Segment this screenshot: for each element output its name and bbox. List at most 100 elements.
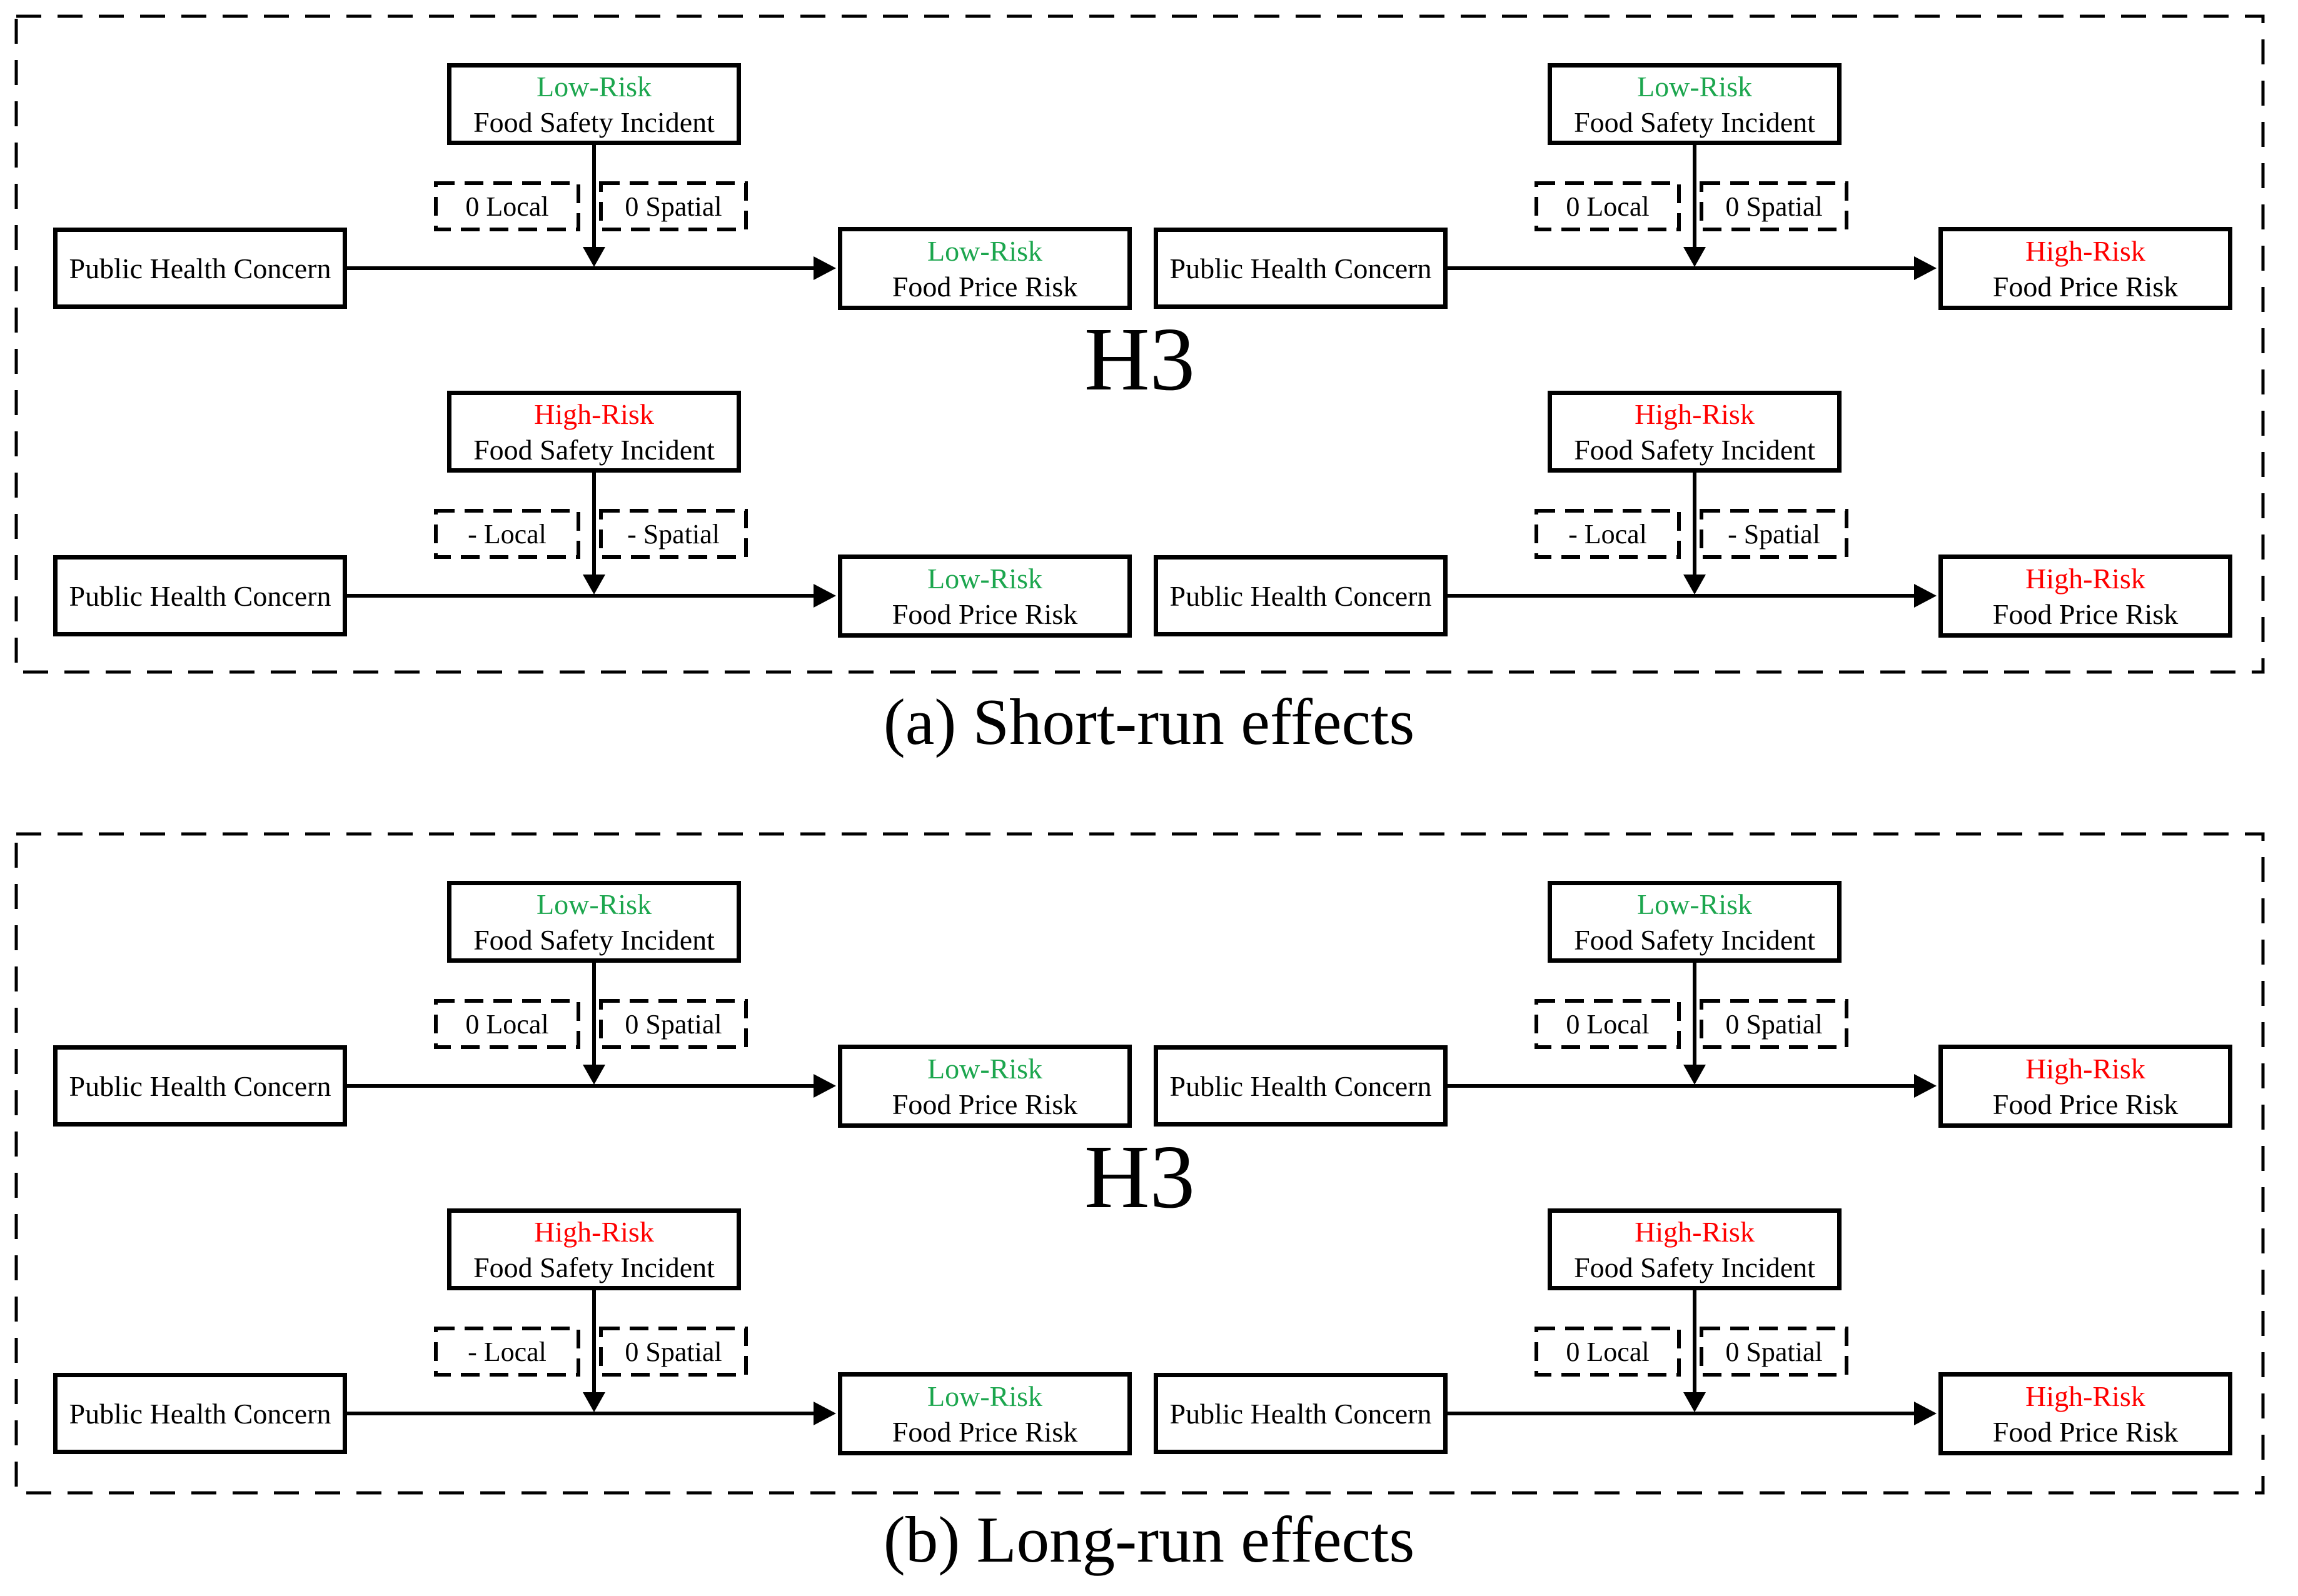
diagram-a-highrisk-lowrisk: Public Health Concern High-Risk Food Saf… (53, 391, 1132, 641)
spatial-effect-label: 0 Spatial (625, 1008, 722, 1040)
food-price-risk-box: Low-Risk Food Price Risk (838, 555, 1132, 638)
incident-risk-label: Low-Risk (537, 70, 652, 103)
public-health-concern-box: Public Health Concern (53, 228, 347, 309)
connector-arrows (1448, 145, 1937, 280)
outcome-risk-label: Low-Risk (927, 562, 1042, 595)
food-safety-incident-box: Low-Risk Food Safety Incident (447, 881, 741, 963)
local-effect-label: 0 Local (465, 191, 549, 222)
diagram-a-highrisk-highrisk: Public Health Concern High-Risk Food Saf… (1154, 391, 2232, 641)
incident-label: Food Safety Incident (473, 433, 715, 466)
connector-arrows (347, 1290, 836, 1425)
food-safety-incident-box: Low-Risk Food Safety Incident (1548, 63, 1842, 145)
food-price-risk-box: High-Risk Food Price Risk (1938, 1372, 2232, 1455)
food-safety-incident-box: High-Risk Food Safety Incident (447, 391, 741, 473)
incident-label: Food Safety Incident (1574, 923, 1815, 956)
food-price-risk-box: Low-Risk Food Price Risk (838, 1045, 1132, 1128)
outcome-risk-label: High-Risk (2025, 234, 2145, 267)
source-label: Public Health Concern (1169, 580, 1432, 612)
source-label: Public Health Concern (69, 580, 331, 612)
connector-arrows (347, 963, 836, 1098)
incident-risk-label: Low-Risk (1637, 70, 1752, 103)
panel-short-run-effects: Public Health Concern Low-Risk Food Safe… (14, 14, 2265, 674)
source-label: Public Health Concern (1169, 252, 1432, 284)
local-effect-label: - Local (468, 1336, 547, 1367)
source-label: Public Health Concern (1169, 1397, 1432, 1430)
panel-dashed-border (14, 832, 2265, 1495)
panel-dashed-border (14, 14, 2265, 674)
outcome-label: Food Price Risk (892, 270, 1078, 303)
diagram-b-highrisk-highrisk: Public Health Concern High-Risk Food Saf… (1154, 1208, 2232, 1458)
outcome-label: Food Price Risk (892, 1415, 1078, 1448)
hypothesis-label-h3: H3 (1084, 1127, 1196, 1227)
local-effect-label: 0 Local (1566, 1008, 1650, 1040)
food-safety-incident-box: High-Risk Food Safety Incident (447, 1208, 741, 1290)
connector-arrows (347, 145, 836, 280)
outcome-risk-label: High-Risk (2025, 1380, 2145, 1412)
connector-arrows (1448, 1290, 1937, 1425)
outcome-label: Food Price Risk (892, 1088, 1078, 1120)
diagram-b-lowrisk-highrisk: Public Health Concern Low-Risk Food Safe… (1154, 881, 2232, 1131)
incident-label: Food Safety Incident (1574, 1251, 1815, 1283)
diagram-b-lowrisk-lowrisk: Public Health Concern Low-Risk Food Safe… (53, 881, 1132, 1131)
spatial-effect-label: 0 Spatial (1725, 1008, 1823, 1040)
incident-label: Food Safety Incident (473, 106, 715, 138)
local-effect-label: 0 Local (465, 1008, 549, 1040)
local-effect-label: 0 Local (1566, 1336, 1650, 1367)
spatial-effect-label: - Spatial (627, 518, 720, 550)
connector-arrows (1448, 963, 1937, 1098)
incident-label: Food Safety Incident (1574, 106, 1815, 138)
outcome-risk-label: Low-Risk (927, 1052, 1042, 1085)
incident-label: Food Safety Incident (1574, 433, 1815, 466)
incident-risk-label: High-Risk (1635, 398, 1755, 430)
spatial-effect-label: 0 Spatial (625, 191, 722, 222)
food-price-risk-box: Low-Risk Food Price Risk (838, 1372, 1132, 1455)
public-health-concern-box: Public Health Concern (1154, 1373, 1448, 1454)
food-price-risk-box: Low-Risk Food Price Risk (838, 227, 1132, 310)
incident-risk-label: Low-Risk (537, 888, 652, 920)
outcome-label: Food Price Risk (1992, 270, 2179, 303)
spatial-effect-label: 0 Spatial (625, 1336, 722, 1367)
outcome-label: Food Price Risk (892, 598, 1078, 630)
public-health-concern-box: Public Health Concern (1154, 555, 1448, 636)
food-safety-incident-box: High-Risk Food Safety Incident (1548, 391, 1842, 473)
source-label: Public Health Concern (69, 252, 331, 284)
public-health-concern-box: Public Health Concern (53, 1373, 347, 1454)
spatial-effect-label: 0 Spatial (1725, 1336, 1823, 1367)
outcome-risk-label: Low-Risk (927, 1380, 1042, 1412)
source-label: Public Health Concern (1169, 1070, 1432, 1102)
hypothesis-label-h3: H3 (1084, 309, 1196, 409)
outcome-label: Food Price Risk (1992, 598, 2179, 630)
public-health-concern-box: Public Health Concern (53, 1045, 347, 1127)
diagram-a-lowrisk-highrisk: Public Health Concern Low-Risk Food Safe… (1154, 63, 2232, 313)
source-label: Public Health Concern (69, 1070, 331, 1102)
food-safety-incident-box: Low-Risk Food Safety Incident (1548, 881, 1842, 963)
incident-risk-label: Low-Risk (1637, 888, 1752, 920)
incident-risk-label: High-Risk (1635, 1215, 1755, 1248)
spatial-effect-label: - Spatial (1728, 518, 1820, 550)
food-price-risk-box: High-Risk Food Price Risk (1938, 227, 2232, 310)
food-safety-incident-box: High-Risk Food Safety Incident (1548, 1208, 1842, 1290)
public-health-concern-box: Public Health Concern (53, 555, 347, 636)
incident-risk-label: High-Risk (534, 1215, 654, 1248)
spatial-effect-label: 0 Spatial (1725, 191, 1823, 222)
public-health-concern-box: Public Health Concern (1154, 1045, 1448, 1127)
outcome-risk-label: High-Risk (2025, 1052, 2145, 1085)
incident-label: Food Safety Incident (473, 923, 715, 956)
public-health-concern-box: Public Health Concern (1154, 228, 1448, 309)
food-price-risk-box: High-Risk Food Price Risk (1938, 1045, 2232, 1128)
outcome-label: Food Price Risk (1992, 1415, 2179, 1448)
panel-long-run-effects: Public Health Concern Low-Risk Food Safe… (14, 832, 2265, 1495)
food-price-risk-box: High-Risk Food Price Risk (1938, 555, 2232, 638)
diagram-b-highrisk-lowrisk: Public Health Concern High-Risk Food Saf… (53, 1208, 1132, 1458)
outcome-risk-label: Low-Risk (927, 234, 1042, 267)
caption-short-run: (a) Short-run effects (883, 685, 1415, 758)
connector-arrows (347, 473, 836, 608)
outcome-risk-label: High-Risk (2025, 562, 2145, 595)
source-label: Public Health Concern (69, 1397, 331, 1430)
local-effect-label: - Local (1568, 518, 1647, 550)
incident-risk-label: High-Risk (534, 398, 654, 430)
local-effect-label: 0 Local (1566, 191, 1650, 222)
local-effect-label: - Local (468, 518, 547, 550)
incident-label: Food Safety Incident (473, 1251, 715, 1283)
connector-arrows (1448, 473, 1937, 608)
